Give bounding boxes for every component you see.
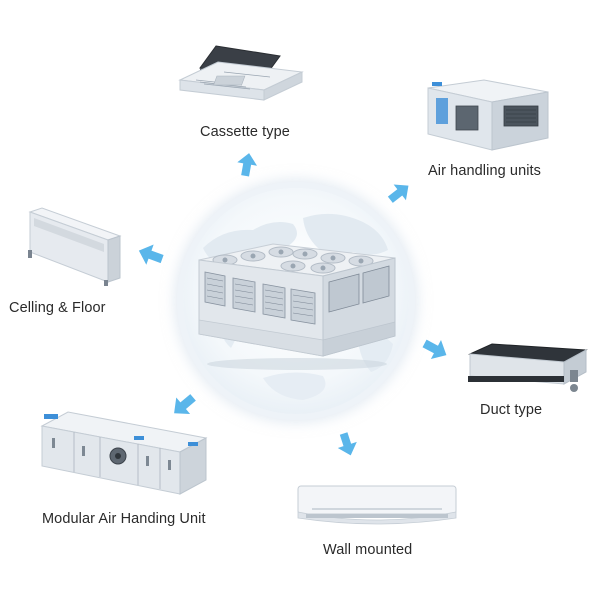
wall-mounted-unit (296, 484, 458, 530)
duct-unit (462, 340, 590, 396)
modular-ahu-icon (40, 411, 208, 495)
arrow-to-ceiling-floor-icon (138, 244, 164, 265)
arrow-to-modular-ahu-icon (174, 394, 196, 414)
arrow-to-wall-mounted-icon (337, 432, 357, 456)
modular-ahu-label: Modular Air Handing Unit (42, 511, 206, 527)
arrow-to-cassette-icon (237, 153, 258, 177)
duct-label: Duct type (480, 402, 543, 418)
wall-mounted-label: Wall mounted (323, 542, 413, 558)
modular-chiller-icon (198, 243, 396, 370)
arrow-to-duct-icon (422, 339, 447, 360)
air-handling-unit-icon (427, 79, 549, 151)
cassette-unit (178, 40, 308, 120)
ceiling-floor-ac-icon (28, 207, 122, 286)
air-handling-unit (424, 78, 550, 158)
cassette-label: Cassette type (200, 124, 290, 140)
modular-ahu-unit (38, 408, 208, 500)
central-hub (183, 188, 409, 414)
arrow-to-air-handling-icon (387, 184, 409, 203)
duct-ac-icon (468, 343, 588, 392)
ceiling-floor-unit (24, 206, 124, 286)
air-handling-label: Air handling units (428, 163, 542, 179)
wall-mounted-ac-icon (297, 485, 457, 525)
ceiling-floor-label: Celling & Floor (9, 300, 106, 316)
globe-icon (203, 213, 393, 400)
cassette-ac-icon (178, 45, 304, 101)
